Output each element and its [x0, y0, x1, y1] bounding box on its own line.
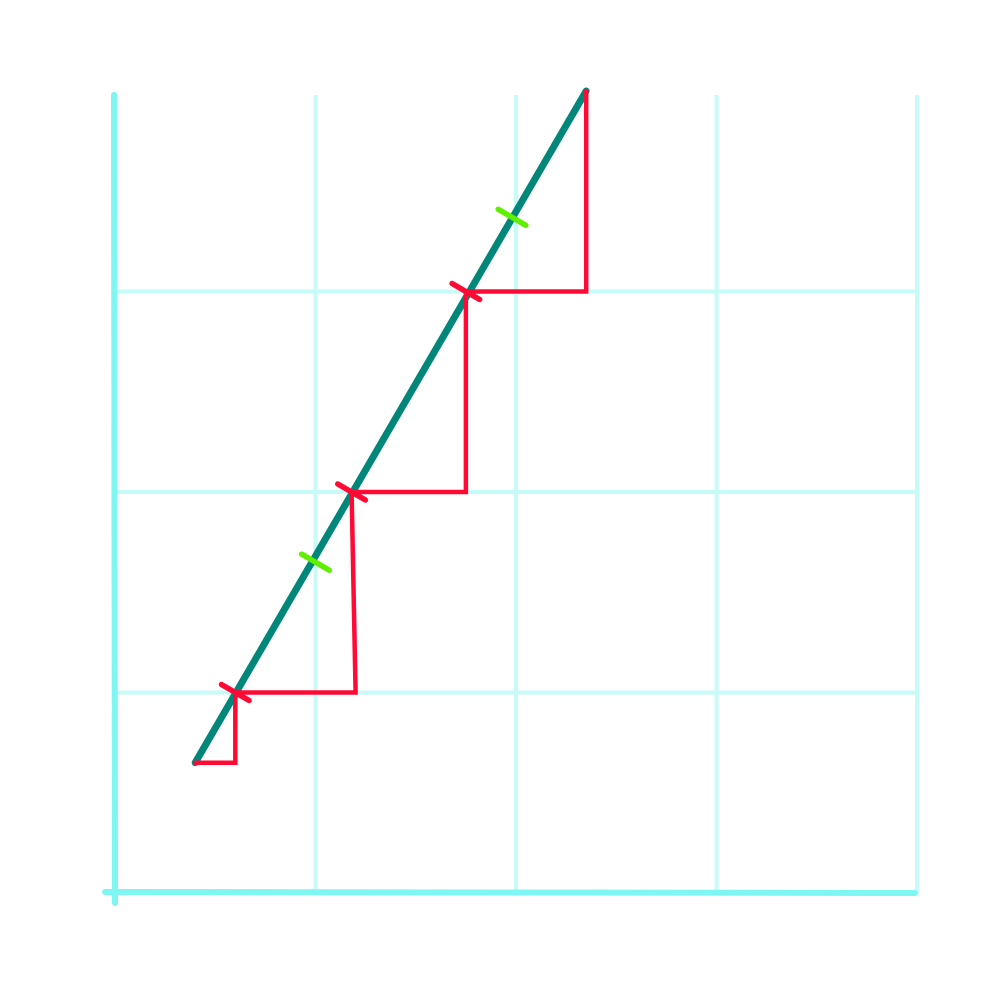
- x-axis: [102, 889, 918, 896]
- green-tick-mark: [298, 551, 333, 573]
- green-tick-mark: [495, 206, 529, 229]
- tick-marks-group: [218, 206, 529, 704]
- diagonal-line: [191, 87, 590, 767]
- diagonal-line-group: [191, 87, 590, 767]
- red-tick-mark: [335, 481, 369, 503]
- y-axis: [111, 92, 118, 906]
- red-tick-mark: [449, 280, 483, 303]
- axes: [102, 92, 918, 906]
- red-tick-mark: [218, 681, 252, 704]
